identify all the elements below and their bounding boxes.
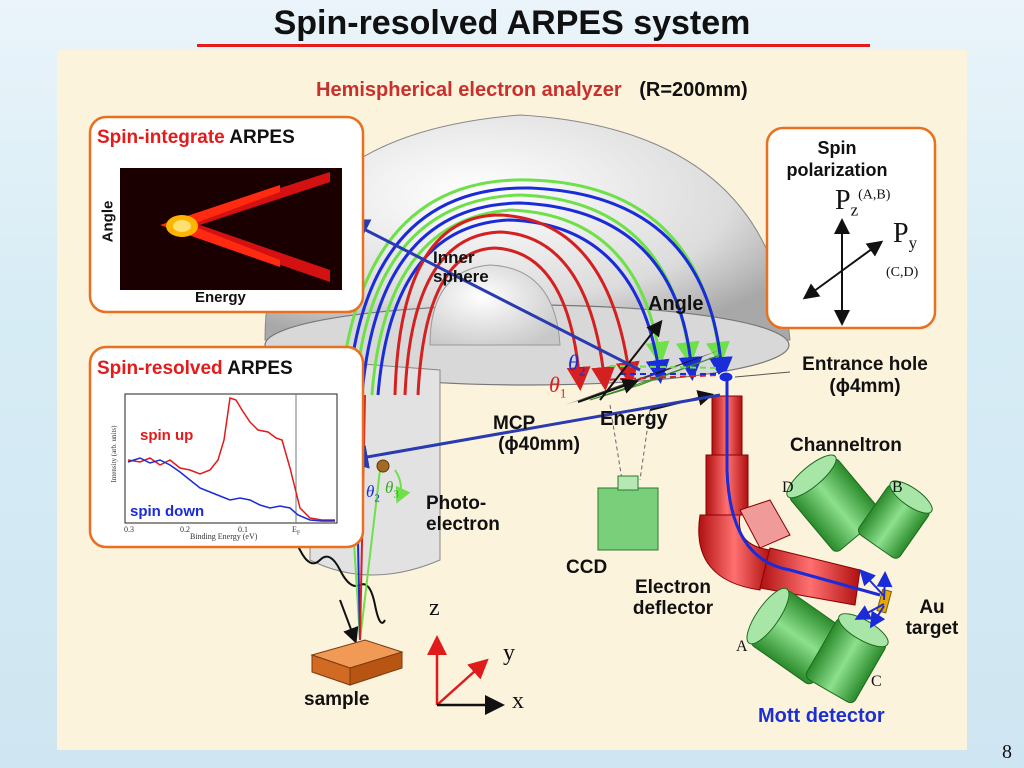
deflector-label: Electron deflector xyxy=(632,577,714,619)
theta1-label: θ1 xyxy=(549,372,566,401)
theta3-sub: 3 xyxy=(393,488,399,501)
inset-resolved-xaxis: Binding Energy (eV) xyxy=(190,532,258,541)
channel-b-label: B xyxy=(892,479,903,496)
mott-detector-label: Mott detector xyxy=(758,705,885,727)
axis-x-label: x xyxy=(512,688,524,714)
analyzer-heading: Hemispherical electron analyzer (R=200mm… xyxy=(316,79,748,102)
slide-title: Spin-resolved ARPES system xyxy=(273,4,751,42)
theta-small-sub: 2 xyxy=(374,492,380,505)
spin-up-label: spin up xyxy=(140,427,194,444)
tick-ef: EF xyxy=(292,525,300,537)
pz-sub: z xyxy=(850,200,859,220)
theta3-label: θ3 xyxy=(385,478,399,500)
py-sup-label: (C,D) xyxy=(886,265,919,280)
mott-channeltrons xyxy=(746,454,933,704)
pz-sup: (A,B) xyxy=(858,187,891,203)
pz-letter: P xyxy=(835,185,851,216)
sample-label: sample xyxy=(304,689,370,710)
py-letter: P xyxy=(893,218,909,249)
theta3-symbol: θ xyxy=(385,478,394,497)
arrow-to-resolved xyxy=(344,393,721,469)
inset-resolved-ticks: 0.3 0.2 0.1 EF xyxy=(120,525,350,537)
spin-up-curve xyxy=(127,397,335,521)
tick-ef-sub: F xyxy=(296,530,301,537)
arrow-to-integrated xyxy=(344,219,641,372)
spin-down-label: spin down xyxy=(130,503,205,520)
inset-integrated-title-black: ARPES xyxy=(224,127,295,148)
au-target-label: Au target xyxy=(905,597,959,639)
theta-small-symbol: θ xyxy=(366,482,375,501)
axis-z-label: z xyxy=(429,595,440,621)
entrance-hole-name: Entrance hole xyxy=(802,354,928,375)
spin-polarization-title: Spin polarization xyxy=(786,138,888,180)
entrance-leader xyxy=(734,371,791,378)
inset-spin-integrated xyxy=(88,115,365,314)
axis-y-label: y xyxy=(503,640,515,666)
inset-integrated-title: Spin-integrate ARPES xyxy=(97,127,295,149)
analyzer-radius: (R=200mm) xyxy=(639,79,748,101)
theta2-sub: 2 xyxy=(578,363,586,379)
sample-block xyxy=(310,639,404,686)
ccd-camera xyxy=(597,404,659,551)
theta1-sub: 1 xyxy=(559,385,567,401)
py-sub: y xyxy=(908,233,918,253)
theta1-symbol: θ xyxy=(549,372,560,397)
spin-down-curve xyxy=(127,457,335,522)
tick-ef-letter: E xyxy=(292,525,297,534)
channel-d-label: D xyxy=(782,479,794,496)
channel-c-label: C xyxy=(871,673,882,690)
inset-integrated-xlabel: Energy xyxy=(195,289,246,306)
tick-0: 0.3 xyxy=(124,525,134,534)
inset-resolved-title-red: Spin-resolved xyxy=(97,358,223,379)
page-number: 8 xyxy=(1002,741,1012,763)
tick-1: 0.2 xyxy=(180,525,190,534)
inset-resolved-title-black: ARPES xyxy=(222,358,293,379)
title-underline xyxy=(197,44,870,47)
mcp-label: MCP (ϕ40mm) xyxy=(493,413,603,455)
angle-label: Angle xyxy=(648,293,704,315)
mcp-name: MCP xyxy=(493,413,536,434)
tick-2: 0.1 xyxy=(238,525,248,534)
electron-trajectories xyxy=(338,178,733,396)
py-label: Py xyxy=(893,218,917,254)
mcp-size: (ϕ40mm) xyxy=(498,434,580,455)
inner-sphere-label: Inner sphere xyxy=(433,248,489,286)
photoelectron-label: Photo-electron xyxy=(426,493,500,535)
inset-integrated-ylabel: Angle xyxy=(99,200,117,243)
theta2-symbol: θ xyxy=(568,350,579,375)
entrance-hole-label: Entrance hole (ϕ4mm) xyxy=(790,354,940,398)
spin-polarization-box xyxy=(765,126,937,330)
analyzer-name: Hemispherical electron analyzer xyxy=(316,79,622,101)
channeltron-label: Channeltron xyxy=(790,435,902,456)
ccd-label: CCD xyxy=(566,557,608,578)
inset-spin-resolved xyxy=(88,345,365,549)
mcp-plate xyxy=(565,319,725,411)
pz-label: Pz(A,B) xyxy=(835,185,890,221)
theta2-label: θ2 xyxy=(568,350,585,379)
coordinate-axes xyxy=(427,635,505,715)
theta-small-label: θ2 xyxy=(366,482,380,504)
channel-a-label: A xyxy=(736,638,748,655)
energy-label: Energy xyxy=(600,408,668,430)
entrance-hole-size: (ϕ4mm) xyxy=(829,376,901,397)
inset-resolved-title: Spin-resolved ARPES xyxy=(97,358,293,380)
inset-resolved-yaxis: Intensity (arb. units) xyxy=(110,425,118,483)
inset-integrated-title-red: Spin-integrate xyxy=(97,127,225,148)
